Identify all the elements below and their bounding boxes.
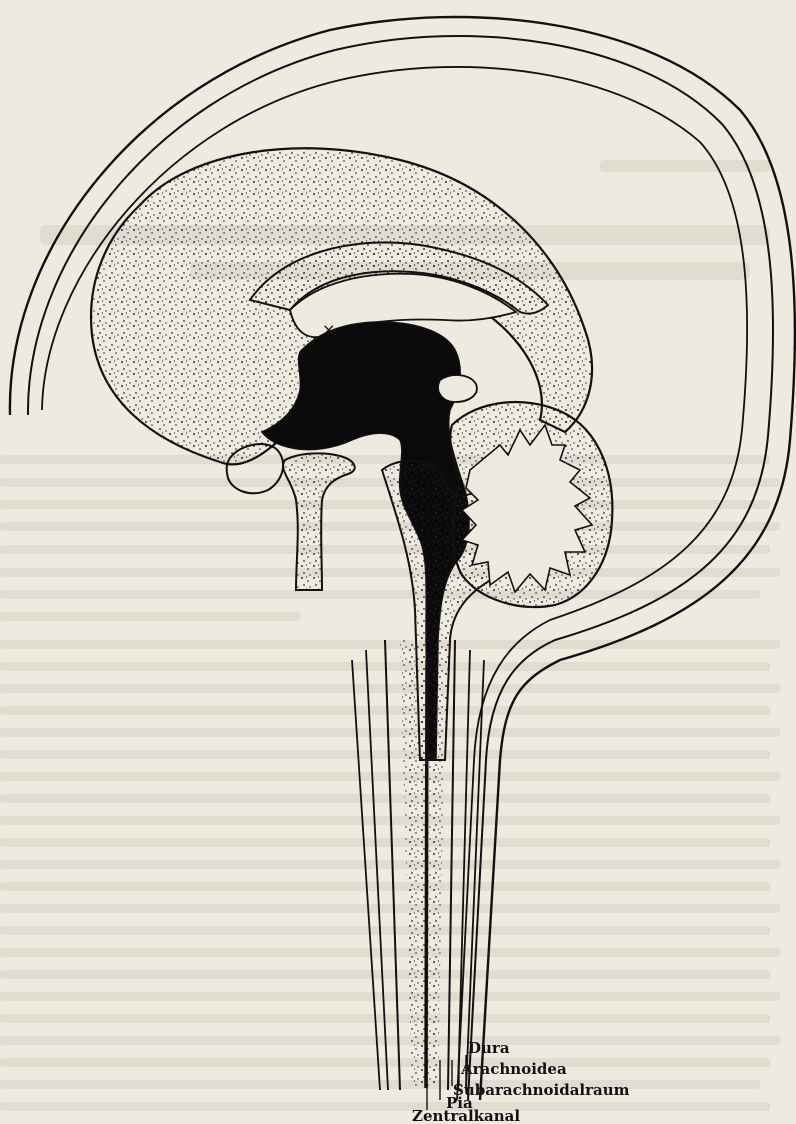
pituitary-stalk xyxy=(283,453,355,590)
dura-left xyxy=(352,660,380,1090)
marker-symbol: × xyxy=(322,320,335,339)
label-subarachnoidalraum: Subarachnoidalraum xyxy=(453,1081,630,1099)
central-canal xyxy=(426,660,427,1088)
spinal-cord-tissue xyxy=(400,640,446,1088)
label-zentralkanal: Zentralkanal xyxy=(412,1107,520,1124)
midbrain-tectum xyxy=(438,375,477,402)
spinal-cord-outline-left xyxy=(385,640,400,1090)
spinal-cord-outline-right xyxy=(448,640,455,1090)
label-arachnoidea: Arachnoidea xyxy=(460,1060,567,1078)
label-dura: Dura xyxy=(468,1039,510,1057)
arachnoid-left xyxy=(366,650,388,1090)
